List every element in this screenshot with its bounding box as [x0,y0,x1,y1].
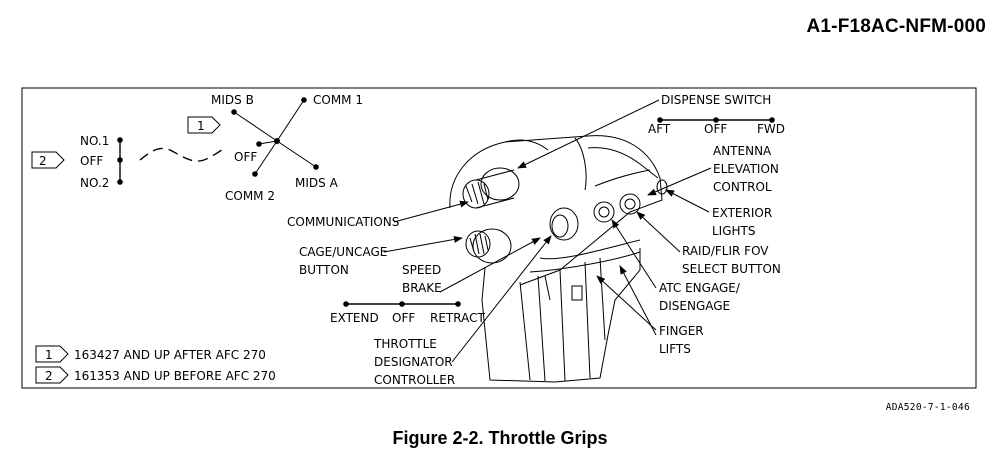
legend-tag: 1 [45,348,53,362]
callout-tdc-2: DESIGNATOR [374,355,453,369]
switch-top: 1 MIDS B COMM 1 OFF COMM 2 MIDS A [187,93,363,203]
speed-brake-pos-extend: EXTEND [330,311,379,325]
callout-tdc-3: CONTROLLER [374,373,455,387]
legend-item: 1 163427 AND UP AFTER AFC 270 [35,345,266,363]
switch-top-comm1: COMM 1 [313,93,363,107]
dispense-switch-label: DISPENSE SWITCH [661,93,771,107]
dispense-pos-aft: AFT [648,122,671,136]
dispense-switch: DISPENSE SWITCH AFT OFF FWD [517,93,785,169]
switch-left: 2 NO.1 OFF NO.2 [31,134,223,190]
tag-number: 1 [197,119,205,133]
figure-frame [21,87,977,389]
switch-left-pos-2: OFF [80,154,103,168]
dispense-pos-off: OFF [704,122,727,136]
switch-top-comm2: COMM 2 [225,189,275,203]
cage-uncage-button [465,228,512,264]
switch-left-pos-1: NO.1 [80,134,109,148]
speed-brake-switch: SPEED BRAKE EXTEND OFF RETRACT [330,237,541,325]
callout-exterior-2: LIGHTS [712,224,756,238]
callout-communications: COMMUNICATIONS [287,215,399,229]
atc-button [619,193,641,215]
communications-switch [462,167,520,209]
switch-top-mids-a: MIDS A [295,176,339,190]
callout-atc-2: DISENGAGE [659,299,730,313]
speed-brake-label-1: SPEED [402,263,441,277]
callout-antenna-1: ANTENNA [713,144,772,158]
callout-finger-2: LIFTS [659,342,691,356]
callout-exterior-1: EXTERIOR [712,206,772,220]
legend-tag: 2 [45,369,53,383]
switch-top-off: OFF [234,150,257,164]
document-id: A1-F18AC-NFM-000 [806,16,986,37]
speed-brake-pos-off: OFF [392,311,415,325]
dispense-pos-fwd: FWD [757,122,785,136]
callout-finger-1: FINGER [659,324,704,338]
callout-antenna-3: CONTROL [713,180,772,194]
speed-brake-pos-retract: RETRACT [430,311,485,325]
callout-raid-1: RAID/FLIR FOV [682,244,769,258]
callout-cage-1: CAGE/UNCAGE [299,245,387,259]
speed-brake-label-2: BRAKE [402,281,442,295]
callout-atc-1: ATC ENGAGE/ [659,281,741,295]
legend-text: 161353 AND UP BEFORE AFC 270 [74,369,276,383]
tdc-button [549,207,579,241]
callout-cage-2: BUTTON [299,263,349,277]
switch-left-pos-3: NO.2 [80,176,109,190]
tag-marker-2 [31,151,65,169]
legend-item: 2 161353 AND UP BEFORE AFC 270 [35,366,276,384]
drawing-number: ADA520-7-1-046 [886,402,970,413]
tag-marker-1 [187,116,221,134]
tag-number: 2 [39,154,47,168]
legend: 1 163427 AND UP AFTER AFC 270 2 161353 A… [35,345,276,384]
callout-antenna-2: ELEVATION [713,162,779,176]
break-line [139,147,223,162]
callout-raid-2: SELECT BUTTON [682,262,781,276]
raid-flir-button [593,201,615,223]
throttle-grip-illustration [449,135,668,383]
callout-tdc-1: THROTTLE [373,337,437,351]
figure-caption: Figure 2-2. Throttle Grips [392,428,608,448]
legend-text: 163427 AND UP AFTER AFC 270 [74,348,266,362]
switch-top-mids-b: MIDS B [211,93,254,107]
